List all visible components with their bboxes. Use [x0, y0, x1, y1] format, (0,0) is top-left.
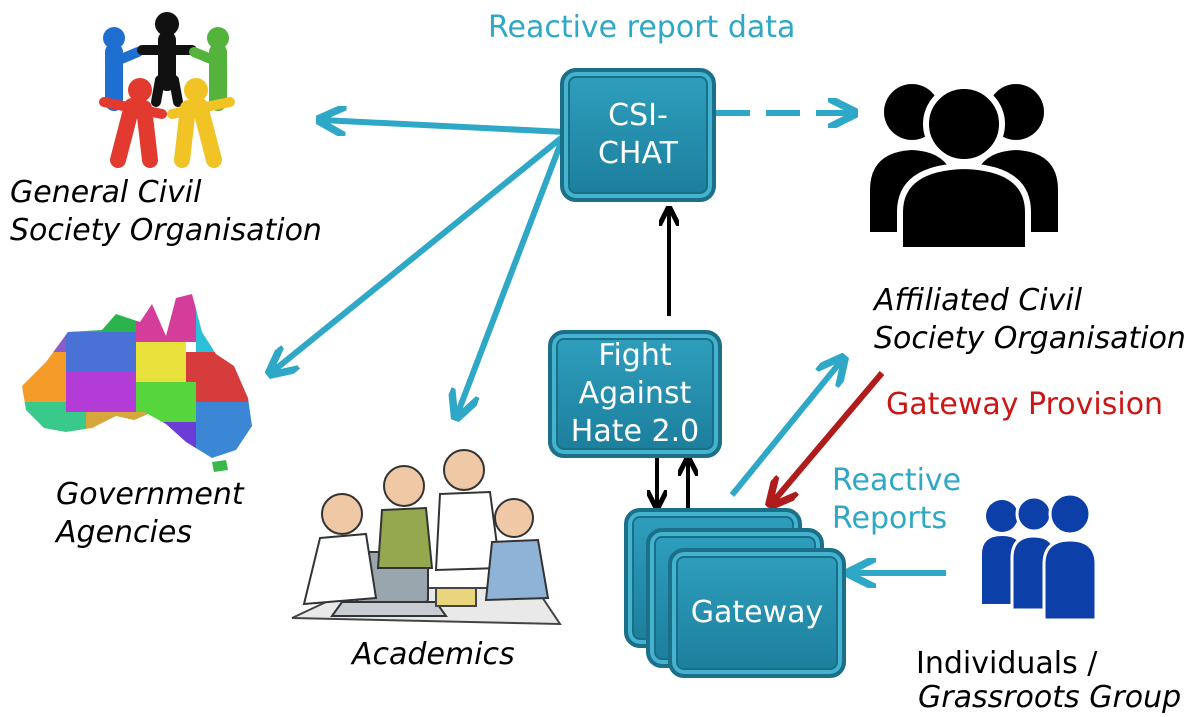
fight-against-hate-node: Fight Against Hate 2.0 — [548, 330, 722, 458]
general-cso-label: General Civil Society Organisation — [10, 175, 322, 248]
reactive-report-data-label: Reactive report data — [488, 10, 796, 45]
academics-meeting-icon — [291, 449, 562, 626]
grassroots-group-label: Grassroots Group — [918, 680, 1182, 715]
individuals-icon — [982, 494, 1098, 622]
arrow-csi-to-government — [272, 132, 567, 372]
affiliated-cso-label: Affiliated Civil Society Organisation — [874, 283, 1186, 356]
academics-label: Academics — [352, 637, 515, 672]
government-agencies-label: Government Agencies — [56, 477, 244, 550]
gateway-provision-label: Gateway Provision — [886, 387, 1164, 422]
individuals-label: Individuals / — [916, 646, 1098, 681]
arrow-csi-to-general-cso — [322, 120, 566, 132]
user-group-icon — [870, 83, 1058, 252]
arrow-csi-to-academics — [457, 138, 565, 415]
arrow-gateway-provision — [772, 371, 885, 503]
people-circle-icon — [99, 12, 235, 168]
reactive-reports-label: Reactive Reports — [832, 463, 962, 536]
csi-chat-node: CSI- CHAT — [560, 68, 716, 202]
arrow-gateway-to-affiliated — [729, 360, 842, 497]
gateway-node: Gateway — [668, 548, 846, 678]
australia-map-icon — [22, 294, 252, 472]
